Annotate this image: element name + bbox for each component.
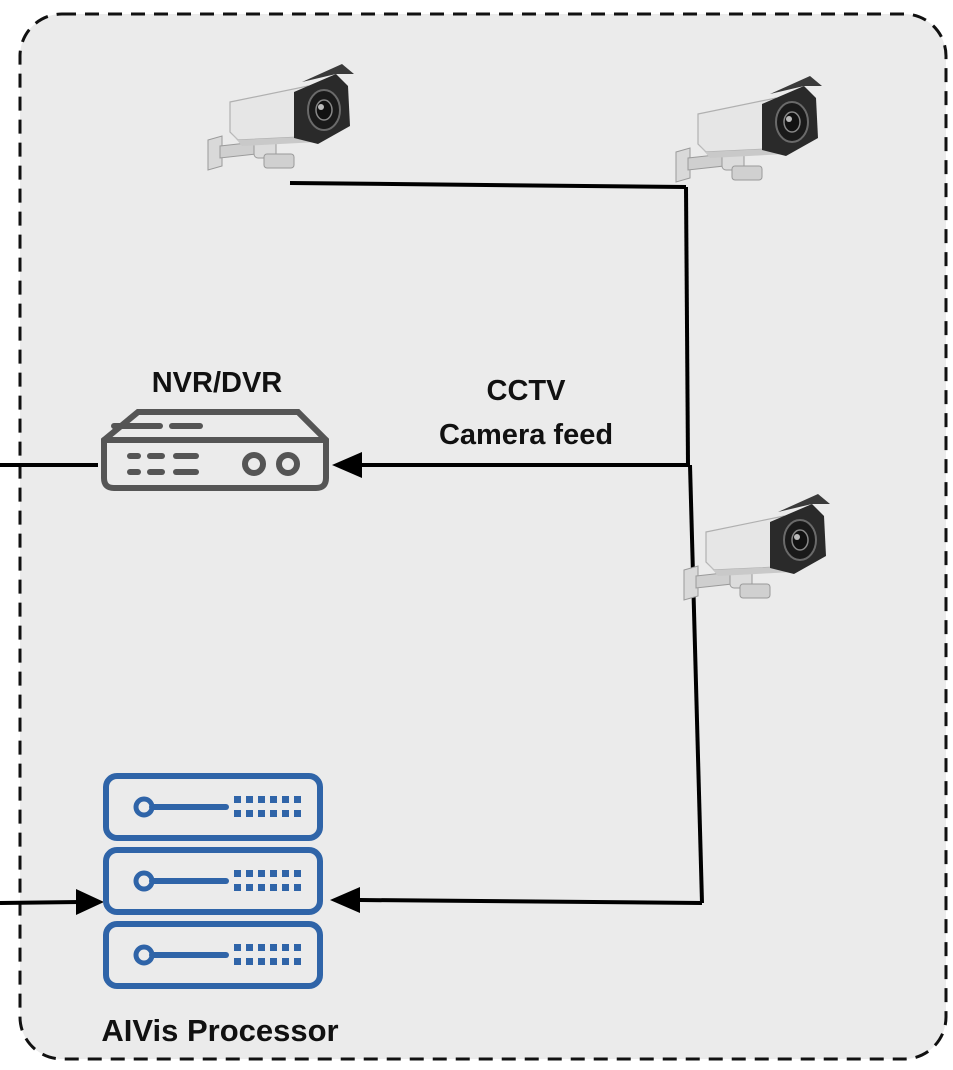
cctv-feed-label-line2: Camera feed <box>439 419 613 451</box>
cctv-feed-label-line1: CCTV <box>487 375 567 407</box>
arrow-external-into-processor <box>76 889 104 915</box>
external-processor-line <box>0 900 81 905</box>
aivis-processor-label: AIVis Processor <box>101 1013 338 1048</box>
camera-trunk-upper <box>684 186 690 466</box>
feed-to-processor-line <box>359 898 703 905</box>
nvr-dvr-label: NVR/DVR <box>152 367 283 399</box>
arrow-into-processor <box>330 887 360 913</box>
nvr-dvr-icon <box>101 409 329 491</box>
camera-trunk-lower <box>688 464 704 904</box>
connections <box>0 181 704 905</box>
arrow-into-nvr <box>332 452 362 478</box>
camera-link-top <box>289 181 687 189</box>
